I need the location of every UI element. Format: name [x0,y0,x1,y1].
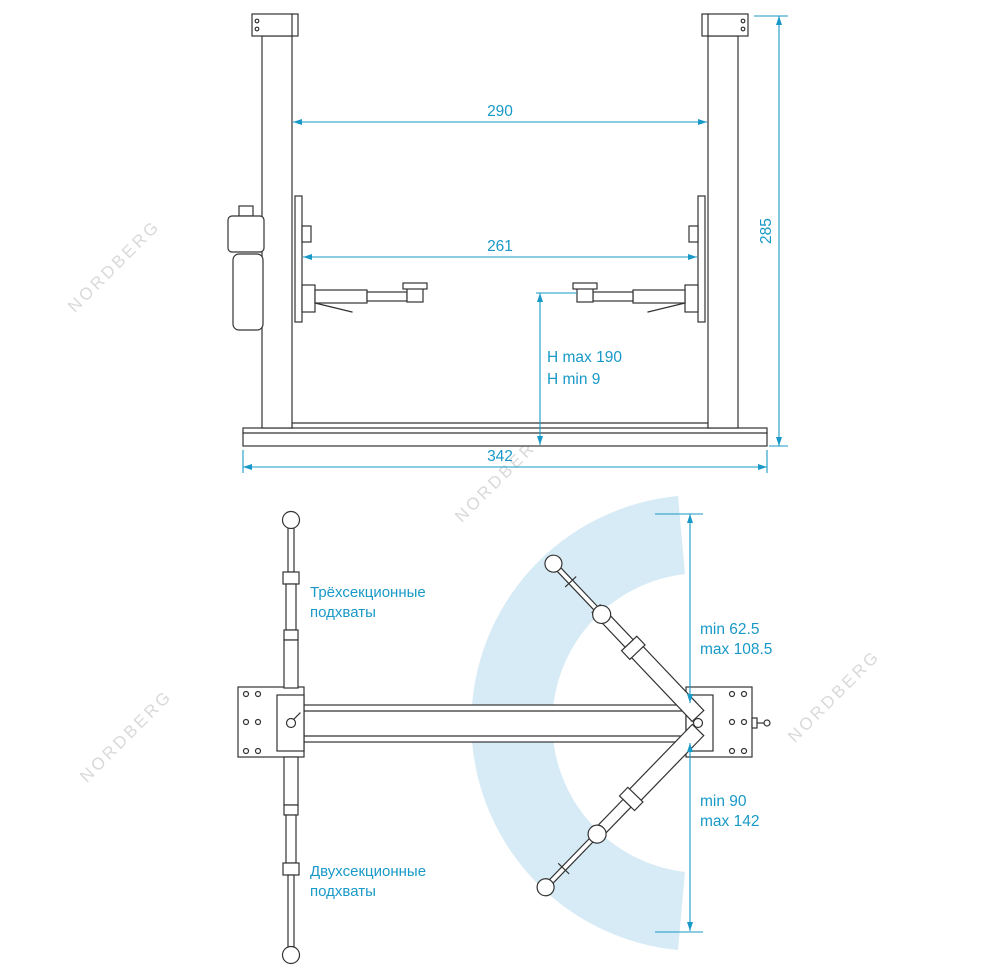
arrow-right-icon [758,464,767,470]
top-beam [302,704,688,743]
dim-lower-min-text: min 90 [700,793,747,810]
dim-upper-max-text: max 108.5 [700,641,772,658]
dim-lower-swing: min 90 max 142 [655,743,759,933]
label-two-section-line2: подхваты [310,883,376,900]
arrow-up-icon [776,16,782,25]
dim-261-text: 261 [487,238,513,255]
watermark-text: NORDBERG [76,686,176,786]
dim-290: 290 [293,103,707,125]
arm-hinge [587,824,607,844]
top-right-upper-arm [544,554,705,723]
label-two-section-line1: Двухсекционные [310,863,426,880]
front-right-post [701,13,749,429]
label-three-section: Трёхсекционные подхваты [310,584,426,621]
dim-342: 342 [242,448,768,473]
arrow-up-icon [537,293,543,302]
front-right-arm [572,195,706,323]
arrow-down-icon [687,694,693,703]
arm-pad [281,510,301,530]
arrow-left-icon [303,254,312,260]
top-left-plate [237,686,305,758]
top-left-arms [281,510,301,965]
top-view: Трёхсекционные подхваты Двухсекционные п… [237,496,772,965]
arm-hinge [592,604,612,625]
arrow-left-icon [243,464,252,470]
dim-285: 285 [754,15,788,447]
arm-pad [281,945,301,965]
arrow-up-icon [687,743,693,752]
front-left-arm [294,195,428,323]
front-view: 290 261 H max 190 H min 9 285 [227,13,788,473]
dim-285-text: 285 [758,218,775,244]
dim-hmax-text: H max 190 [547,349,622,366]
watermark-text: NORDBERG [64,216,164,316]
dim-hmin-text: H min 9 [547,371,600,388]
arrow-down-icon [776,437,782,446]
label-three-section-line2: подхваты [310,604,376,621]
arrow-left-icon [293,119,302,125]
front-base [242,422,768,447]
arm-pad [544,554,563,573]
dim-upper-swing: min 62.5 max 108.5 [655,513,772,703]
dim-upper-min-text: min 62.5 [700,621,759,638]
label-two-section: Двухсекционные подхваты [310,863,426,900]
top-right-plate [685,686,771,758]
arrow-right-icon [698,119,707,125]
arm-pad [536,878,555,897]
label-three-section-line1: Трёхсекционные [310,584,426,601]
dim-290-text: 290 [487,103,513,120]
dim-342-text: 342 [487,448,513,465]
dim-lower-max-text: max 142 [700,813,759,830]
swing-range-band [471,496,685,950]
arrow-down-icon [537,436,543,445]
plate-handle [751,717,771,729]
dim-h-range: H max 190 H min 9 [536,292,622,445]
arrow-up-icon [687,514,693,523]
top-right-lower-arm [536,723,705,897]
arrow-right-icon [688,254,697,260]
arrow-down-icon [687,922,693,931]
dim-261: 261 [303,238,697,260]
watermark-text: NORDBERG [784,646,884,746]
front-motor-unit [227,205,265,331]
front-left-post [251,13,299,429]
